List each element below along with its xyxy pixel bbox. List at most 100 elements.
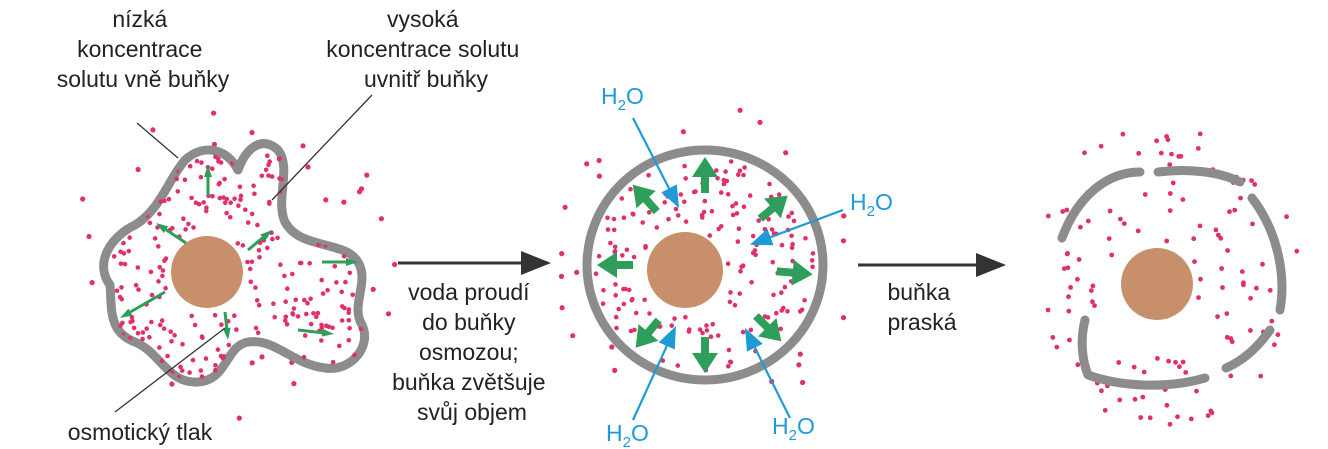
- solute-dot: [778, 326, 783, 332]
- solute-dot: [800, 379, 806, 386]
- solute-dot: [779, 290, 784, 296]
- solute-dot: [265, 245, 270, 251]
- solute-dot: [163, 285, 168, 291]
- solute-dot: [356, 189, 363, 195]
- solute-dot: [783, 150, 789, 156]
- solute-dot: [840, 238, 847, 244]
- solute-dot: [157, 345, 162, 350]
- solute-dot: [131, 325, 137, 331]
- solute-dot: [285, 286, 290, 292]
- label-water-bottom-left: H2O: [606, 420, 649, 449]
- solute-dot: [741, 172, 746, 178]
- solute-dot: [1227, 209, 1232, 215]
- solute-dot: [140, 330, 146, 335]
- solute-dot: [1218, 235, 1224, 241]
- solute-dot: [156, 244, 161, 249]
- solute-dot: [392, 261, 398, 268]
- solute-dot: [147, 334, 152, 340]
- solute-dot: [756, 218, 761, 223]
- solute-dot: [733, 201, 739, 206]
- solute-dot: [600, 301, 606, 307]
- solute-dot: [245, 220, 251, 225]
- solute-dot: [236, 415, 242, 421]
- solute-dot: [283, 318, 288, 323]
- solute-dot: [574, 269, 580, 275]
- solute-dot: [810, 264, 815, 270]
- solute-dot: [1075, 276, 1080, 282]
- solute-dot: [189, 195, 194, 201]
- solute-dot: [215, 347, 221, 352]
- solute-dot: [1178, 153, 1184, 159]
- solute-dot: [236, 203, 241, 208]
- solute-dot: [1269, 318, 1275, 324]
- solute-dot: [216, 181, 222, 187]
- solute-dot: [1241, 282, 1246, 288]
- solute-dot: [558, 273, 565, 279]
- nucleus-burst: [1121, 248, 1193, 320]
- solute-dot: [699, 212, 705, 218]
- solute-dot: [786, 214, 791, 219]
- solute-dot: [166, 196, 172, 202]
- solute-dot: [135, 265, 141, 270]
- solute-dot: [217, 195, 223, 201]
- solute-dot: [159, 358, 165, 364]
- solute-dot: [213, 363, 218, 368]
- solute-dot: [654, 225, 660, 230]
- solute-dot: [570, 333, 576, 339]
- solute-dot: [216, 159, 221, 164]
- solute-dot: [614, 325, 619, 331]
- solute-dot: [633, 310, 639, 316]
- solute-dot: [271, 301, 276, 307]
- solute-dot: [735, 239, 741, 244]
- solute-dot: [1219, 266, 1224, 271]
- solute-dot: [622, 286, 628, 292]
- solute-dot: [752, 248, 758, 253]
- solute-dot: [248, 279, 254, 285]
- solute-dot: [810, 251, 816, 256]
- cell-burst: [1045, 131, 1300, 427]
- solute-dot: [616, 306, 621, 312]
- membrane-fragment-right: [1247, 193, 1287, 315]
- water-arrow-bottom-left: [631, 325, 677, 421]
- solute-dot: [385, 311, 392, 317]
- solute-dot: [809, 258, 815, 263]
- water-arrow-bottom-right: [745, 328, 791, 419]
- solute-dot: [1191, 236, 1197, 242]
- solute-dot: [748, 327, 754, 333]
- solute-dot: [683, 219, 689, 224]
- solute-dot: [646, 172, 651, 178]
- solute-dot: [723, 169, 728, 174]
- solute-dot: [339, 318, 345, 323]
- solute-dot: [673, 206, 679, 212]
- solute-dot: [732, 302, 738, 308]
- solute-dot: [86, 233, 92, 240]
- solute-dot: [189, 313, 194, 319]
- solute-dot: [1121, 221, 1127, 227]
- solute-dot: [311, 311, 316, 316]
- solute-dot: [165, 353, 170, 359]
- solute-dot: [308, 321, 314, 327]
- solute-dot: [213, 154, 218, 160]
- solute-dot: [1180, 359, 1186, 365]
- solute-dot: [127, 235, 132, 240]
- solute-dot: [1109, 252, 1115, 258]
- solute-dot: [337, 343, 342, 349]
- solute-dot: [790, 241, 795, 247]
- solute-dot: [275, 235, 280, 241]
- solute-dot: [643, 245, 648, 250]
- solute-dot: [791, 218, 797, 224]
- solute-dot: [253, 325, 259, 331]
- label-step-1: voda proudí do buňky osmozou; buňka zvět…: [392, 279, 552, 425]
- solute-dot: [1158, 150, 1164, 156]
- solute-dot: [319, 322, 324, 328]
- solute-dot: [766, 216, 771, 222]
- solute-dot: [314, 314, 319, 320]
- solute-dot: [1167, 208, 1173, 214]
- solute-dot: [1154, 138, 1159, 144]
- solute-dot: [779, 308, 784, 313]
- solute-dot: [305, 300, 310, 306]
- solute-dot: [785, 309, 790, 314]
- solute-dot: [1131, 364, 1137, 370]
- solute-dot: [678, 192, 684, 197]
- pressure-arrow-shaft: [297, 328, 326, 335]
